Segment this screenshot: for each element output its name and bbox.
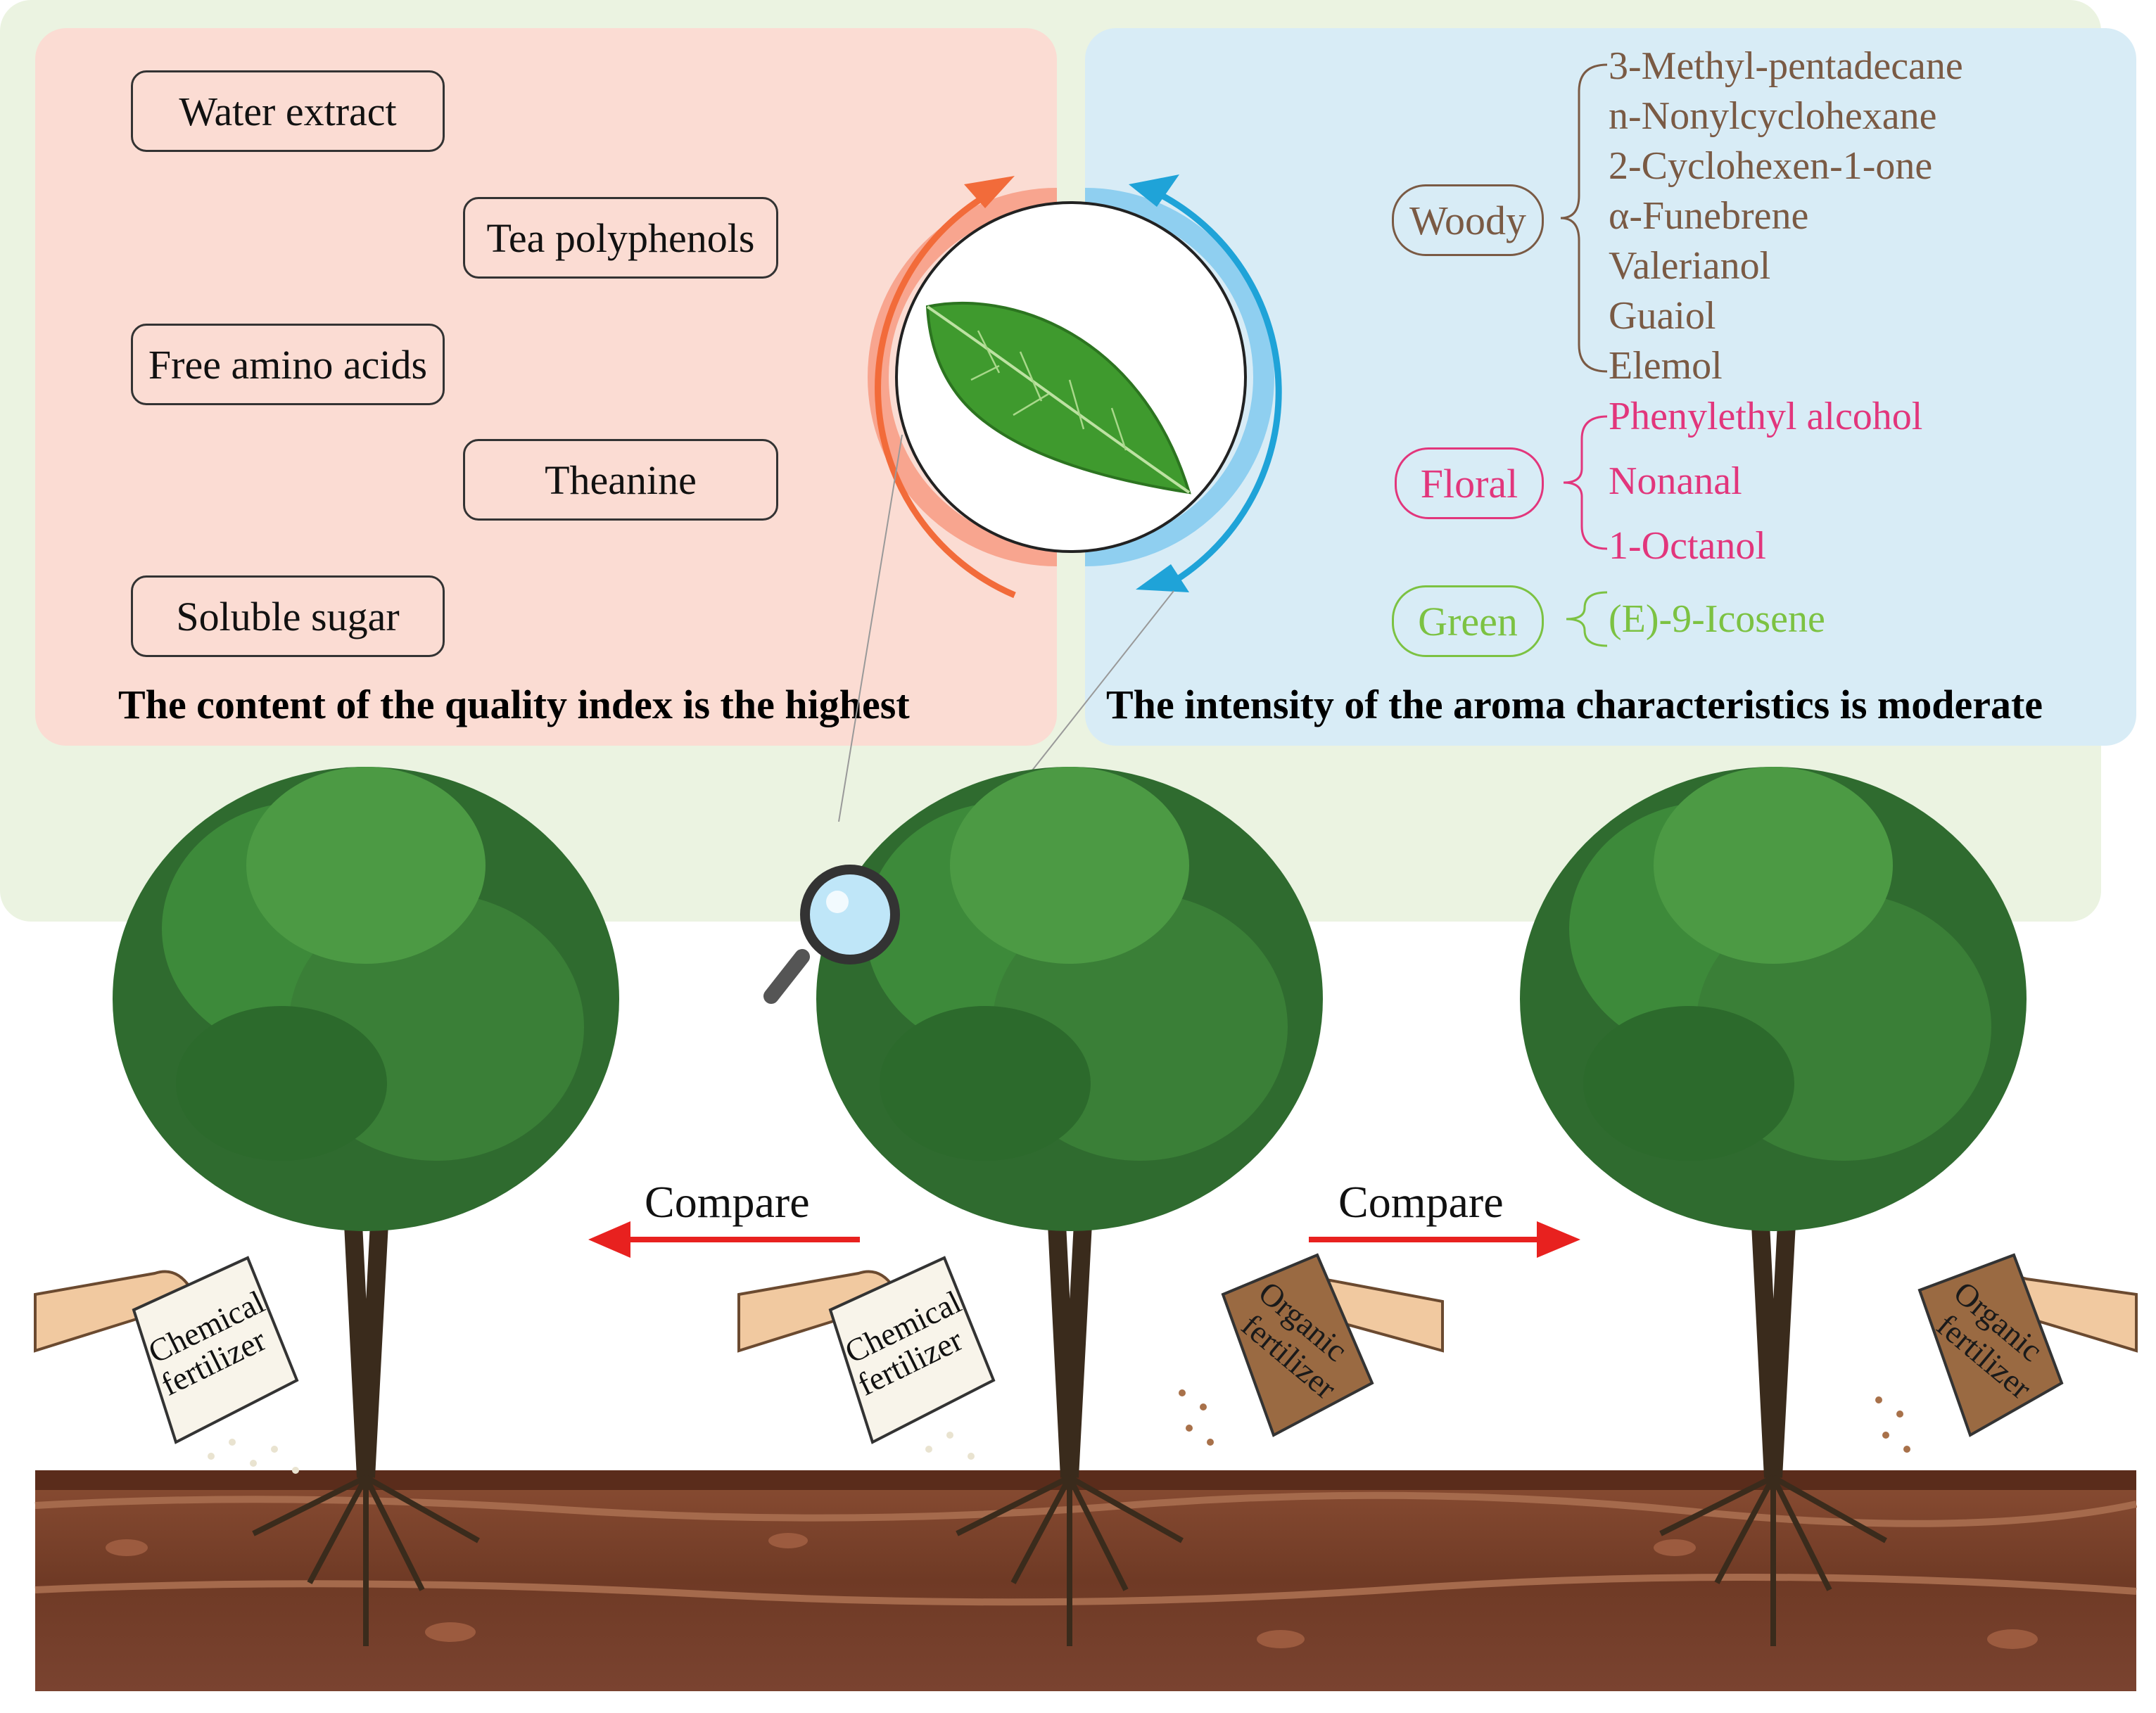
blue-arrowhead-top bbox=[1129, 174, 1179, 207]
woody-compound: α-Funebrene bbox=[1609, 194, 1809, 238]
tea-tree-left bbox=[113, 767, 619, 1646]
quality-item-soluble-sugar: Soluble sugar bbox=[131, 575, 445, 657]
quality-item-free-amino-acids: Free amino acids bbox=[131, 324, 445, 405]
organic-fertilizer-bag-center: Organic fertilizer bbox=[1221, 1253, 1374, 1437]
woody-compound: Valerianol bbox=[1609, 244, 1771, 288]
quality-item-water-extract: Water extract bbox=[131, 70, 445, 152]
brace-group bbox=[1560, 63, 1608, 647]
green-compound: (E)-9-Icosene bbox=[1609, 597, 1825, 641]
compare-label-right: Compare bbox=[1338, 1177, 1504, 1227]
tea-tree-right bbox=[1520, 767, 2027, 1646]
chemical-fertilizer-bag-center: Chemical fertilizer bbox=[828, 1256, 996, 1444]
orange-arrowhead bbox=[964, 176, 1015, 208]
woody-compound: n-Nonylcyclohexane bbox=[1609, 94, 1937, 138]
category-green: Green bbox=[1392, 585, 1544, 657]
quality-caption: The content of the quality index is the … bbox=[118, 682, 910, 727]
magnifier-icon bbox=[763, 865, 900, 1004]
floral-compound: Phenylethyl alcohol bbox=[1609, 395, 1923, 438]
quality-item-tea-polyphenols: Tea polyphenols bbox=[463, 197, 778, 279]
floral-brace bbox=[1563, 415, 1608, 550]
chemical-fertilizer-bag-left: Chemical fertilizer bbox=[132, 1256, 299, 1444]
orange-cycle-arrow bbox=[875, 189, 1016, 599]
floral-compound: 1-Octanol bbox=[1609, 524, 1766, 568]
green-brace bbox=[1566, 591, 1608, 647]
category-floral: Floral bbox=[1395, 447, 1544, 519]
woody-compound: Elemol bbox=[1609, 344, 1723, 388]
blue-arrowhead-bottom bbox=[1136, 564, 1189, 592]
aroma-caption: The intensity of the aroma characteristi… bbox=[1106, 682, 2043, 727]
floral-compound: Nonanal bbox=[1609, 459, 1742, 503]
woody-compound: Guaiol bbox=[1609, 294, 1716, 338]
tea-tree-center bbox=[816, 767, 1323, 1646]
magnifier-connector bbox=[838, 434, 903, 822]
blue-inner-ring bbox=[1084, 188, 1274, 566]
compare-label-left: Compare bbox=[645, 1177, 810, 1227]
woody-compound: 3-Methyl-pentadecane bbox=[1609, 44, 1963, 88]
woody-brace bbox=[1560, 63, 1608, 373]
quality-item-theanine: Theanine bbox=[463, 439, 778, 521]
woody-compound: 2-Cyclohexen-1-one bbox=[1609, 144, 1933, 188]
blue-cycle-arrow bbox=[1153, 188, 1282, 591]
organic-fertilizer-bag-right: Organic fertilizer bbox=[1917, 1253, 2064, 1437]
category-woody: Woody bbox=[1392, 184, 1544, 256]
